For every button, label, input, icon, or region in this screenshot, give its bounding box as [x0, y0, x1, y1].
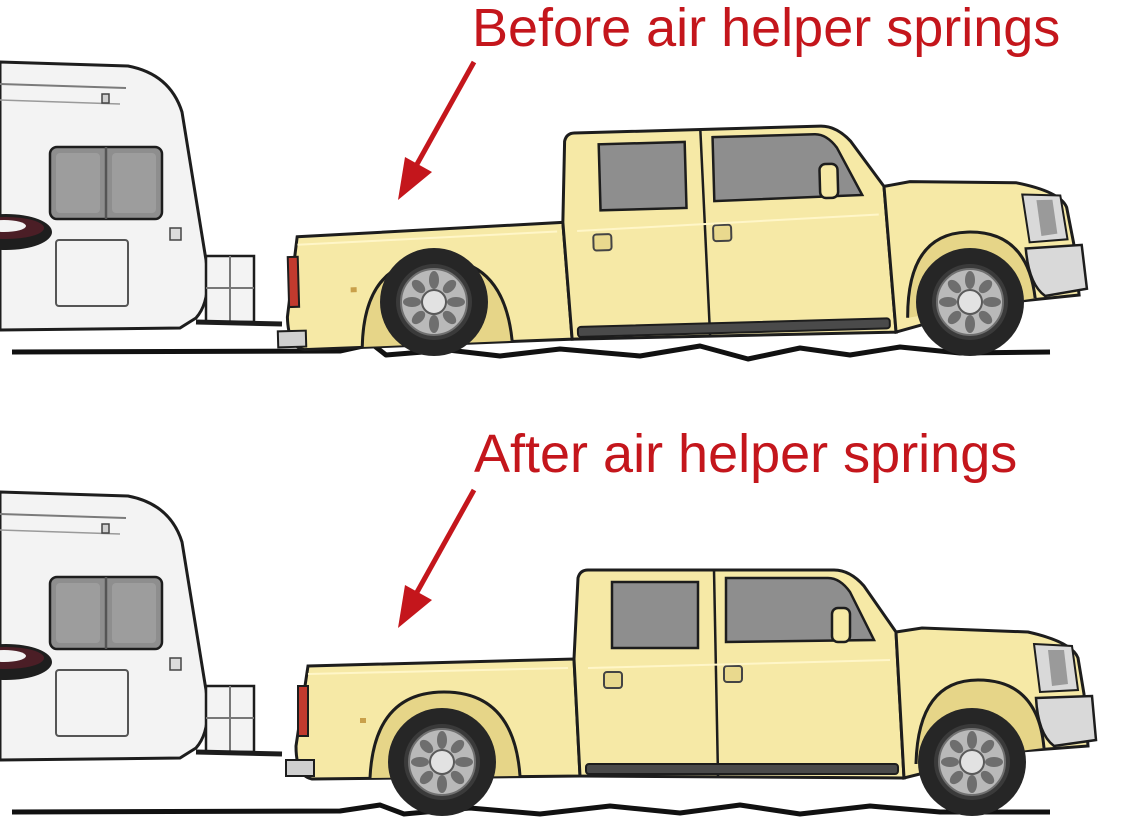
scene-after	[0, 490, 1098, 817]
red-arrow-icon	[398, 490, 474, 628]
travel-trailer-icon	[0, 62, 282, 330]
caption-after: After air helper springs	[474, 424, 1018, 484]
front-wheel-before	[915, 247, 1025, 357]
red-arrow-icon	[398, 62, 474, 200]
road-line-before	[11, 341, 1051, 362]
front-wheel-after	[917, 707, 1027, 817]
rear-wheel-after	[387, 707, 497, 817]
travel-trailer-icon	[0, 492, 282, 760]
rear-wheel-before	[379, 247, 489, 357]
scene-before	[0, 62, 1090, 362]
road-line-after	[11, 802, 1050, 817]
caption-before: Before air helper springs	[472, 0, 1061, 58]
